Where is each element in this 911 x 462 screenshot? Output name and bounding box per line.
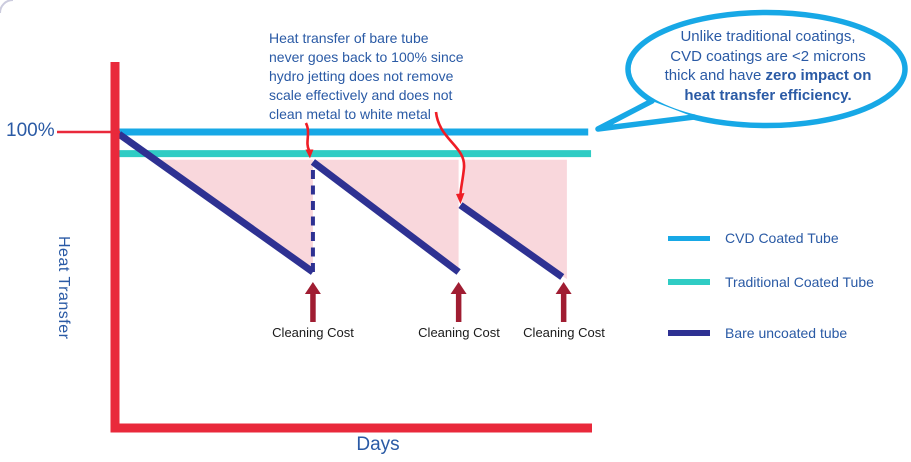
bubble-line: Unlike traditional coatings,: [680, 28, 856, 45]
legend-line-swatch-traditional-icon: [668, 279, 710, 285]
cleaning-cost-label: Cleaning Cost: [272, 325, 354, 340]
annotation-bare-tube: Heat transfer of bare tube never goes ba…: [269, 29, 501, 124]
bubble-line: heat transfer efficiency.: [684, 86, 852, 104]
legend-label: Bare uncoated tube: [725, 325, 848, 341]
legend-label: CVD Coated Tube: [725, 230, 839, 246]
annotation-line: clean metal to white metal: [269, 106, 431, 122]
cleaning-cost-label: Cleaning Cost: [523, 325, 605, 340]
legend-item-cvd: CVD Coated Tube: [668, 230, 839, 246]
annotation-line: Heat transfer of bare tube: [269, 30, 429, 46]
annotation-line: never goes back to 100% since: [269, 49, 464, 65]
y-axis-label: Heat Transfer: [55, 236, 72, 340]
legend-line-swatch-bare-icon: [668, 330, 710, 336]
y-axis-ref-100-label: 100%: [6, 120, 55, 141]
bubble-line: thick and have zero impact on: [664, 67, 872, 84]
cleaning-cost-label: Cleaning Cost: [418, 325, 500, 340]
legend-line-swatch-cvd-icon: [668, 235, 710, 241]
legend-item-traditional: Traditional Coated Tube: [668, 274, 874, 290]
x-axis-label: Days: [356, 434, 400, 455]
annotation-line: hydro jetting does not remove: [269, 68, 454, 84]
legend-item-bare: Bare uncoated tube: [668, 325, 847, 341]
bubble-line: CVD coatings are <2 microns: [670, 47, 866, 65]
legend-label: Traditional Coated Tube: [725, 274, 874, 290]
speech-bubble-text: Unlike traditional coatings, CVD coating…: [648, 27, 888, 105]
annotation-line: scale effectively and does not: [269, 87, 453, 103]
